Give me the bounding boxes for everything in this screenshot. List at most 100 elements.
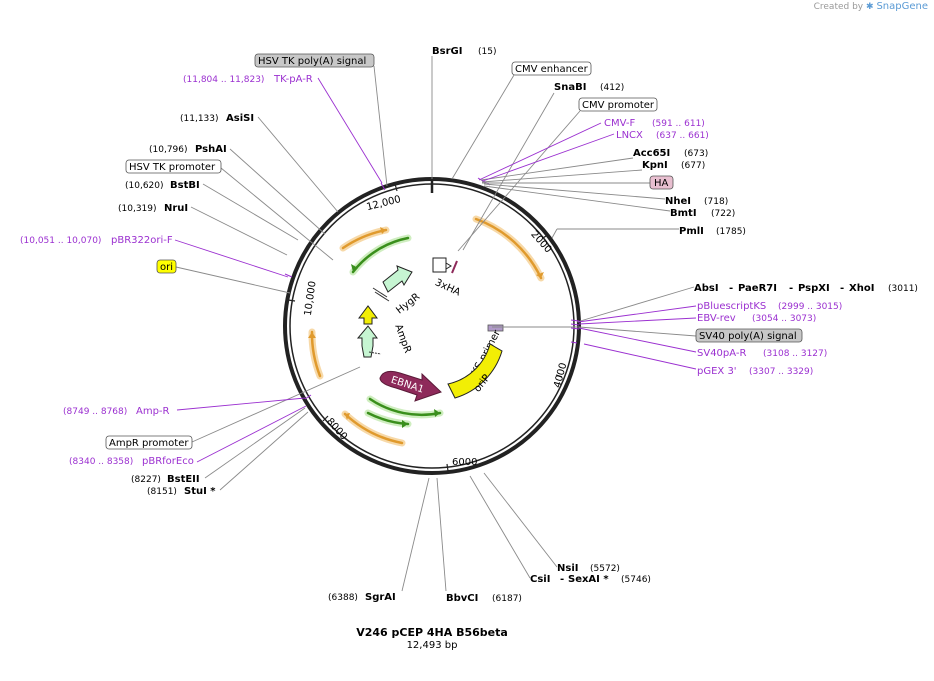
ampr-arrow bbox=[356, 325, 378, 358]
plasmid-name: V246 pCEP 4HA B56beta bbox=[356, 626, 508, 639]
label-ha: HA bbox=[654, 178, 669, 189]
box-ori bbox=[156, 259, 177, 274]
hygr-arrow bbox=[382, 265, 413, 293]
credit-brand: SnapGene bbox=[876, 1, 928, 12]
hygr-connector bbox=[372, 287, 388, 298]
label-bsrgi-pos: (15) bbox=[478, 47, 496, 57]
label-amp-r: Amp-R bbox=[136, 406, 170, 417]
label-snabi: SnaBI bbox=[554, 82, 586, 93]
connector-pgex3 bbox=[583, 343, 697, 370]
label-asisi-pos: (11,133) bbox=[180, 114, 219, 124]
connector-bmti bbox=[483, 185, 671, 212]
label-bstbi: BstBI bbox=[170, 180, 200, 191]
box-hsv-tk-polya bbox=[254, 53, 375, 68]
label-nhei: NheI bbox=[665, 196, 691, 207]
label-pbrforeco: pBRforEco bbox=[142, 456, 194, 467]
connector-tk-pa-r bbox=[317, 77, 383, 184]
connector-kpni bbox=[481, 169, 643, 183]
connector-ampr-promoter bbox=[191, 366, 361, 443]
green-arc-1-arrowhead bbox=[351, 264, 358, 272]
label-pgex3-pos: (3307 .. 3329) bbox=[749, 367, 813, 377]
label-cmv-enhancer: CMV enhancer bbox=[515, 64, 589, 75]
label-sv40pa-r: SV40pA-R bbox=[697, 348, 746, 359]
connector-cmv-enhancer bbox=[451, 74, 515, 180]
connector-stui bbox=[219, 411, 309, 491]
label-ampr-promoter: AmpR promoter bbox=[109, 438, 189, 449]
orf-arc-2-arrowhead bbox=[380, 227, 386, 234]
label-nsii: NsiI bbox=[557, 563, 578, 574]
label-tk-pa-r: TK-pA-R bbox=[273, 74, 313, 85]
connector-nsii bbox=[483, 472, 558, 568]
label-pgex3: pGEX 3' bbox=[697, 366, 737, 377]
label-bstbi-pos: (10,620) bbox=[125, 181, 164, 191]
label-bsrgi: BsrGI bbox=[432, 46, 462, 57]
connector-pbrforeco bbox=[196, 405, 307, 463]
ha-tag-mark bbox=[451, 260, 458, 274]
label-csii: CsiI bbox=[530, 574, 550, 585]
label-hsv-tk-promoter: HSV TK promoter bbox=[129, 162, 216, 173]
connector-sgrai bbox=[401, 477, 430, 592]
green-arc-1 bbox=[351, 236, 410, 274]
snapgene-credit: Created by ✱ SnapGene bbox=[814, 1, 928, 12]
plasmid-length: 12,493 bp bbox=[407, 640, 458, 651]
primer-sites bbox=[284, 177, 580, 400]
credit-text: Created by bbox=[813, 2, 864, 12]
connector-pmli-2 bbox=[551, 228, 558, 239]
label-pbluescriptks-pos: (2999 .. 3015) bbox=[778, 302, 842, 312]
tick-2000 bbox=[542, 233, 550, 239]
connector-bstbi bbox=[202, 183, 299, 241]
label-bmti: BmtI bbox=[670, 208, 697, 219]
label-nhei-pos: (718) bbox=[704, 197, 728, 207]
connector-bsteii bbox=[204, 407, 306, 479]
label-tk-pa-r-pos: (11,804 .. 11,823) bbox=[183, 75, 264, 85]
connector-asisi bbox=[257, 116, 339, 213]
label-lncx: LNCX bbox=[616, 130, 643, 141]
label-cmv-f: CMV-F bbox=[604, 118, 635, 129]
primer-site-sv40pa-r bbox=[570, 327, 580, 330]
tick-12000 bbox=[394, 183, 398, 192]
label-asisi: AsiSI bbox=[226, 113, 254, 124]
box-hsv-tk-promoter bbox=[125, 159, 222, 174]
green-arc-2 bbox=[368, 397, 442, 417]
primer-site-tk-pa-r bbox=[380, 182, 386, 191]
green-arc-2-arrowhead bbox=[434, 409, 440, 417]
ampr-mark bbox=[368, 351, 382, 355]
green-arcs bbox=[349, 234, 444, 428]
ampr-small-yellow-arrow bbox=[358, 305, 378, 325]
ha3x-box bbox=[432, 257, 447, 273]
label-kpni-pos: (677) bbox=[681, 161, 705, 171]
label-nrui-pos: (10,319) bbox=[118, 204, 157, 214]
snapgene-logo-icon: ✱ bbox=[866, 2, 874, 12]
orf-arc-1 bbox=[474, 217, 543, 280]
primer-site-amp-r bbox=[304, 394, 312, 400]
tick-label-10000: 10,000 bbox=[303, 280, 319, 316]
primer-site-pbr322ori-f bbox=[284, 273, 293, 278]
label-xhoi: XhoI bbox=[849, 283, 874, 294]
label-ebv-rev: EBV-rev bbox=[697, 313, 736, 324]
box-ampr-promoter bbox=[105, 435, 193, 450]
label-sgrai: SgrAI bbox=[365, 592, 396, 603]
label-pshai-pos: (10,796) bbox=[149, 145, 188, 155]
primer-site-pbluescriptks bbox=[570, 319, 580, 322]
label-pmli: PmlI bbox=[679, 226, 704, 237]
orf-arc-1-glow bbox=[472, 215, 545, 282]
tick-4000 bbox=[555, 374, 563, 378]
tick-label-12000: 12,000 bbox=[365, 194, 402, 213]
tick-marks bbox=[287, 179, 563, 472]
ebna1-arrow bbox=[379, 370, 442, 402]
label-cmv-f-pos: (591 .. 611) bbox=[652, 119, 705, 129]
label-sv40-polya: SV40 poly(A) signal bbox=[699, 331, 797, 342]
box-cmv-enhancer bbox=[511, 61, 592, 76]
label-cmv-promoter: CMV promoter bbox=[582, 100, 655, 111]
connector-nhei bbox=[483, 183, 666, 200]
hygr-connector-2 bbox=[374, 291, 390, 302]
label-absi-pos: (3011) bbox=[888, 284, 918, 294]
label-bsteii-pos: (8227) bbox=[131, 475, 161, 485]
label-pmli-pos: (1785) bbox=[716, 227, 746, 237]
label-sgrai-pos: (6388) bbox=[328, 593, 358, 603]
label-pbr322ori-f: pBR322ori-F bbox=[111, 235, 173, 246]
label-absi-sep2: - bbox=[789, 283, 793, 294]
connector-ori bbox=[175, 266, 291, 294]
connector-lncx bbox=[482, 133, 615, 182]
box-ha bbox=[649, 175, 674, 190]
